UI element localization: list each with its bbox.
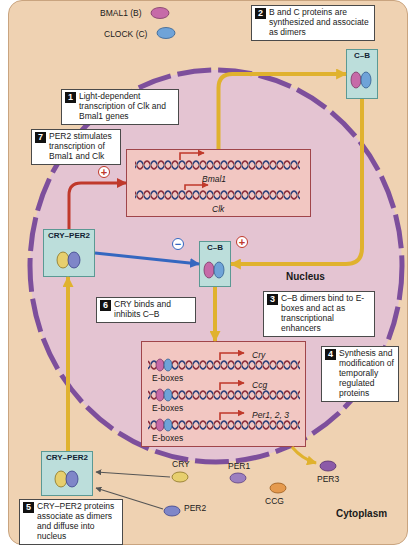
nuclear-envelope [30, 70, 402, 462]
gene-label: Ccg [252, 380, 267, 390]
nucleus-region: NucleusBmal1ClkCRY–PER2C–B3C–B dimers bi… [26, 66, 406, 466]
callout-number: 2 [255, 8, 266, 19]
gene-label: E-boxes [152, 433, 183, 443]
sign-symbol: − [172, 238, 184, 250]
callout-number: 3 [267, 294, 278, 305]
sign-symbol: + [98, 166, 110, 178]
callout-number: 7 [35, 132, 46, 143]
callout-number: 4 [325, 349, 336, 360]
dimer-label: C–B [354, 51, 370, 61]
protein-label: PER2 [184, 503, 206, 513]
callout-number: 1 [65, 92, 76, 103]
protein-label: CCG [265, 496, 284, 506]
protein-label: PER3 [317, 474, 339, 484]
step-callout: 5CRY–PER2 proteins associate as dimers a… [19, 499, 123, 545]
callout-text: B and C proteins are synthesized and ass… [269, 8, 371, 38]
step-callout: 4Synthesis and modification of temporall… [321, 346, 399, 402]
gene-label: Clk [212, 204, 224, 214]
cell-body: CytoplasmNucleusBmal1ClkCRY–PER2C–B3C–B … [8, 0, 408, 545]
step-callout: 2B and C proteins are synthesized and as… [251, 5, 375, 41]
callout-text: PER2 stimulates transcription of Bmal1 a… [49, 132, 117, 162]
protein-dimer-box: CRY–PER2 [43, 229, 95, 277]
dimer-label: C–B [207, 243, 223, 253]
protein-dimer-box: CRY–PER2 [41, 451, 93, 496]
step-callout: 1Light-dependent transcription of Clk an… [61, 89, 179, 125]
callout-text: Light-dependent transcription of Clk and… [79, 92, 175, 122]
gene-label: E-boxes [152, 403, 183, 413]
callout-number: 6 [100, 300, 111, 311]
protein-dimer-box: C–B [346, 49, 378, 99]
gene-label: Bmal1 [202, 174, 226, 184]
dimer-label: CRY–PER2 [48, 231, 90, 241]
callout-text: CRY–PER2 proteins associate as dimers an… [37, 502, 119, 542]
protein-label: CRY [172, 459, 190, 469]
gene-label: Per1, 2, 3 [252, 410, 289, 420]
sign-symbol: + [236, 236, 248, 248]
gene-label: Cry [252, 350, 265, 360]
region-label: Nucleus [286, 272, 325, 282]
step-callout: 3C–B dimers bind to E-boxes and act as t… [263, 291, 375, 337]
protein-label: BMAL1 (B) [100, 8, 142, 18]
callout-text: Synthesis and modification of temporally… [339, 349, 395, 399]
callout-text: CRY binds and inhibits C–B [114, 300, 192, 320]
step-callout: 7PER2 stimulates transcription of Bmal1 … [31, 129, 121, 165]
callout-number: 5 [23, 502, 34, 513]
protein-label: CLOCK (C) [104, 29, 147, 39]
protein-dimer-box: C–B [199, 241, 231, 287]
step-callout: 6CRY binds and inhibits C–B [96, 297, 196, 323]
dimer-label: CRY–PER2 [46, 453, 88, 463]
gene-panel: Bmal1Clk [126, 149, 311, 217]
gene-label: E-boxes [152, 373, 183, 383]
callout-text: C–B dimers bind to E-boxes and act as tr… [281, 294, 371, 334]
gene-panel: E-boxesCryE-boxesCcgE-boxesPer1, 2, 3 [141, 341, 306, 447]
region-label: Cytoplasm [336, 509, 387, 519]
protein-label: PER1 [228, 461, 250, 471]
